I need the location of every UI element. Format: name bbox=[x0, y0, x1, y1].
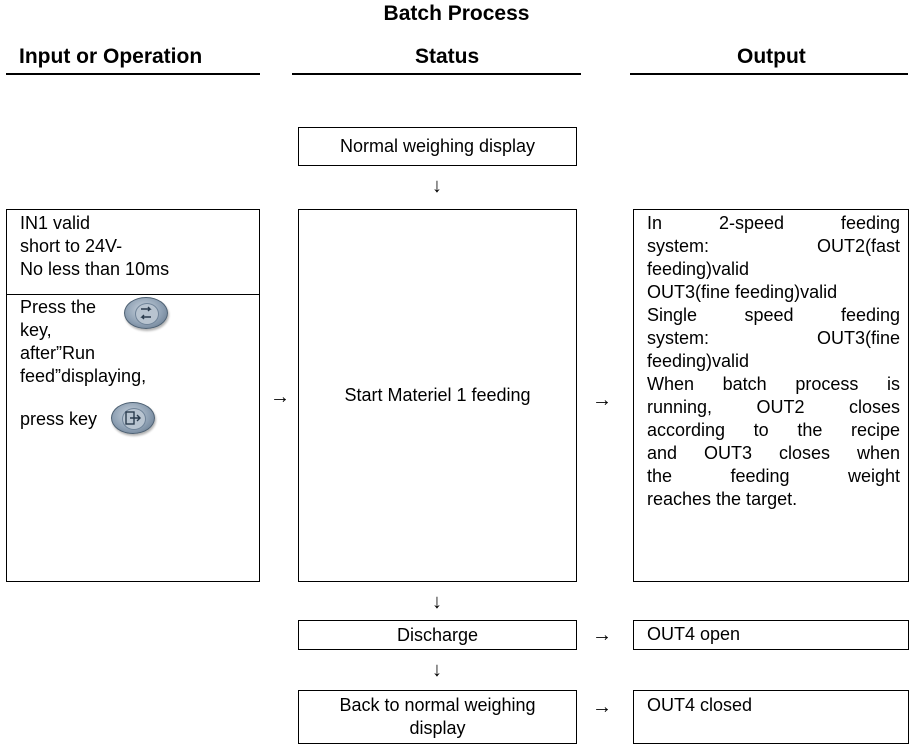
in1-line1: IN1 valid bbox=[20, 213, 91, 233]
normal-weighing-label: Normal weighing display bbox=[339, 136, 536, 156]
header-underline-status bbox=[292, 73, 581, 75]
press-line4: feed”displaying, bbox=[20, 366, 147, 386]
output-line: the feeding weight bbox=[647, 466, 900, 486]
output-line: running, OUT2 closes bbox=[647, 397, 900, 417]
arrow-right-input: → bbox=[270, 386, 290, 408]
output-feeding-box: In 2-speed feeding system: OUT2(fast fee… bbox=[633, 209, 909, 582]
output-line: OUT3(fine feeding)valid bbox=[647, 282, 838, 302]
back-to-normal-line2: display bbox=[409, 718, 466, 738]
back-to-normal-line1: Back to normal weighing bbox=[339, 695, 536, 715]
output-line: and OUT3 closes when bbox=[647, 443, 900, 463]
arrow-right-discharge: → bbox=[592, 624, 612, 646]
press-line3: after”Run bbox=[20, 343, 96, 363]
arrow-down-2: ↓ bbox=[432, 591, 442, 613]
output-line: feeding)valid bbox=[647, 351, 750, 371]
column-header-input: Input or Operation bbox=[19, 45, 203, 68]
start-feeding-box: Start Materiel 1 feeding bbox=[298, 209, 577, 582]
output-closed-label: OUT4 closed bbox=[647, 695, 753, 715]
start-feeding-label: Start Materiel 1 feeding bbox=[344, 385, 531, 405]
press-line2: key, bbox=[20, 320, 52, 340]
output-line: In 2-speed feeding bbox=[647, 213, 900, 233]
output-line: feeding)valid bbox=[647, 259, 750, 279]
in1-line3: No less than 10ms bbox=[20, 259, 170, 279]
in1-section: IN1 valid short to 24V- No less than 10m… bbox=[7, 210, 259, 295]
output-closed-box: OUT4 closed bbox=[633, 690, 909, 744]
input-box: IN1 valid short to 24V- No less than 10m… bbox=[6, 209, 260, 582]
normal-weighing-box: Normal weighing display bbox=[298, 127, 577, 166]
back-to-normal-box: Back to normal weighing display bbox=[298, 690, 577, 744]
header-underline-input bbox=[6, 73, 260, 75]
discharge-box: Discharge bbox=[298, 620, 577, 650]
arrow-right-output: → bbox=[592, 389, 612, 411]
output-line: reaches the target. bbox=[647, 489, 798, 509]
press-key-section: Press the key, after”Run feed”displaying… bbox=[7, 295, 259, 434]
arrow-down-3: ↓ bbox=[432, 659, 442, 681]
page-title: Batch Process bbox=[383, 2, 530, 25]
arrow-down-1: ↓ bbox=[432, 175, 442, 197]
output-line: according to the recipe bbox=[647, 420, 900, 440]
column-header-status: Status bbox=[415, 45, 480, 68]
output-line: When batch process is bbox=[647, 374, 900, 394]
output-line: system: OUT3(fine bbox=[647, 328, 900, 348]
recycle-key-icon bbox=[124, 297, 168, 329]
press-line1: Press the bbox=[20, 297, 97, 317]
column-header-output: Output bbox=[737, 45, 806, 68]
arrow-right-closed: → bbox=[592, 696, 612, 718]
output-line: Single speed feeding bbox=[647, 305, 900, 325]
output-line: system: OUT2(fast bbox=[647, 236, 900, 256]
output-discharge-box: OUT4 open bbox=[633, 620, 909, 650]
enter-key-icon bbox=[111, 402, 155, 434]
in1-line2: short to 24V- bbox=[20, 236, 123, 256]
output-discharge-label: OUT4 open bbox=[647, 624, 741, 644]
discharge-label: Discharge bbox=[396, 624, 479, 645]
press-line5: press key bbox=[20, 409, 98, 429]
header-underline-output bbox=[630, 73, 908, 75]
